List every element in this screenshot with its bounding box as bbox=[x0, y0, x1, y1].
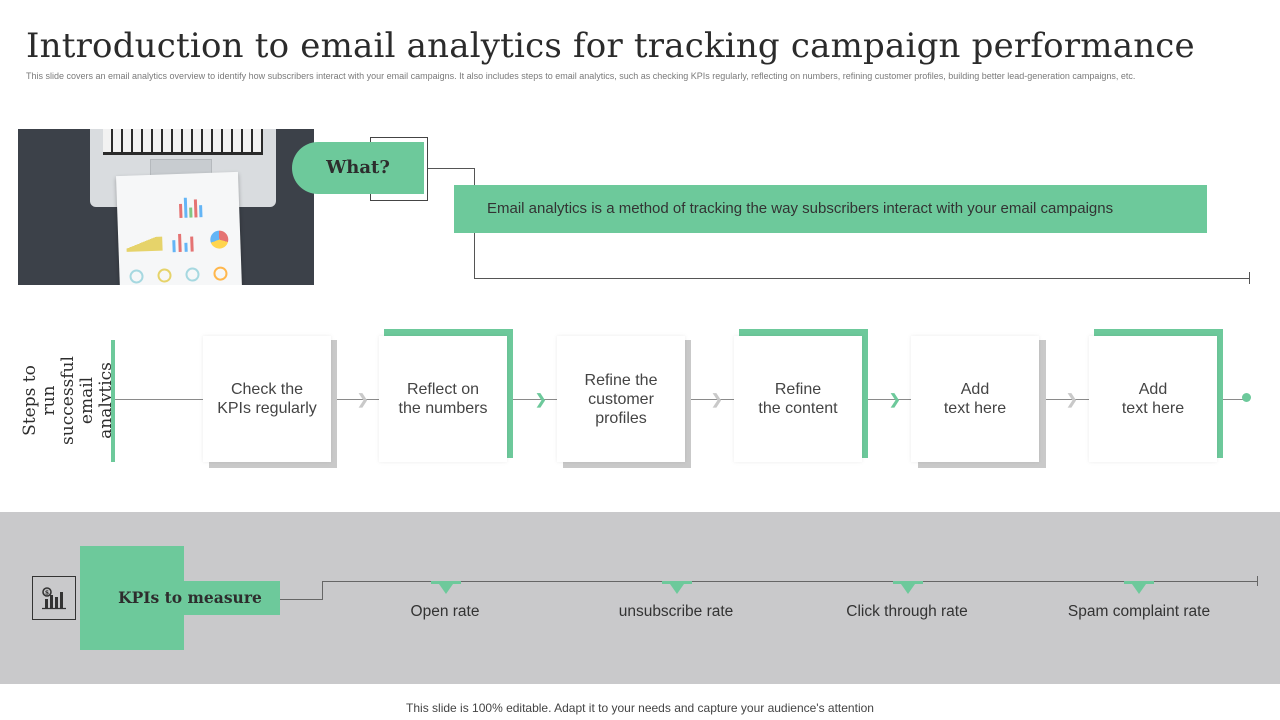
step-card: Add text here bbox=[911, 336, 1039, 462]
step-card: Refine the content bbox=[734, 336, 862, 462]
kpi-marker bbox=[431, 581, 461, 594]
kpi-connector bbox=[322, 581, 323, 600]
kpi-marker bbox=[1124, 581, 1154, 594]
report-paper bbox=[116, 171, 242, 285]
timeline-end-dot bbox=[1242, 393, 1251, 402]
kpi-marker bbox=[662, 581, 692, 594]
chevron-right-icon: ❯ bbox=[711, 391, 723, 407]
footer-note: This slide is 100% editable. Adapt it to… bbox=[406, 701, 874, 715]
what-label: What? bbox=[326, 157, 390, 178]
connector-line bbox=[428, 168, 475, 169]
kpi-connector bbox=[280, 599, 322, 600]
chevron-right-icon: ❯ bbox=[1066, 391, 1078, 407]
connector-end-tick bbox=[1249, 272, 1250, 284]
kpi-green-square bbox=[80, 546, 184, 650]
chevron-right-icon: ❯ bbox=[535, 391, 547, 407]
steps-accent-line bbox=[111, 340, 115, 462]
what-pill bbox=[292, 142, 424, 194]
definition-bar bbox=[454, 185, 1207, 233]
slide-subtitle: This slide covers an email analytics ove… bbox=[26, 71, 1136, 81]
kpi-label: Spam complaint rate bbox=[1067, 603, 1211, 620]
chevron-right-icon: ❯ bbox=[357, 391, 369, 407]
steps-label: Steps to run successful email analytics bbox=[20, 330, 116, 470]
kpi-green-tab bbox=[184, 581, 280, 615]
kpi-label: unsubscribe rate bbox=[618, 603, 734, 620]
steps-label-text: Steps to run successful email analytics bbox=[19, 355, 116, 445]
step-card: Refine the customer profiles bbox=[557, 336, 685, 462]
kpi-marker bbox=[893, 581, 923, 594]
kpi-title: KPIs to measure bbox=[118, 588, 262, 607]
kpi-label: Click through rate bbox=[846, 603, 968, 620]
slide-title: Introduction to email analytics for trac… bbox=[26, 26, 1195, 66]
step-card: Add text here bbox=[1089, 336, 1217, 462]
step-card: Reflect on the numbers bbox=[379, 336, 507, 462]
kpi-timeline-end-tick bbox=[1257, 576, 1258, 586]
chevron-right-icon: ❯ bbox=[889, 391, 901, 407]
keyboard-shape bbox=[103, 129, 263, 155]
kpi-label: Open rate bbox=[410, 603, 480, 620]
kpi-timeline bbox=[322, 581, 1258, 582]
laptop-report-photo bbox=[18, 129, 314, 285]
step-card: Check the KPIs regularly bbox=[203, 336, 331, 462]
connector-line bbox=[474, 278, 1250, 279]
definition-text: Email analytics is a method of tracking … bbox=[487, 200, 1114, 217]
analytics-chart-icon: $ bbox=[32, 576, 76, 620]
svg-text:$: $ bbox=[45, 590, 49, 597]
